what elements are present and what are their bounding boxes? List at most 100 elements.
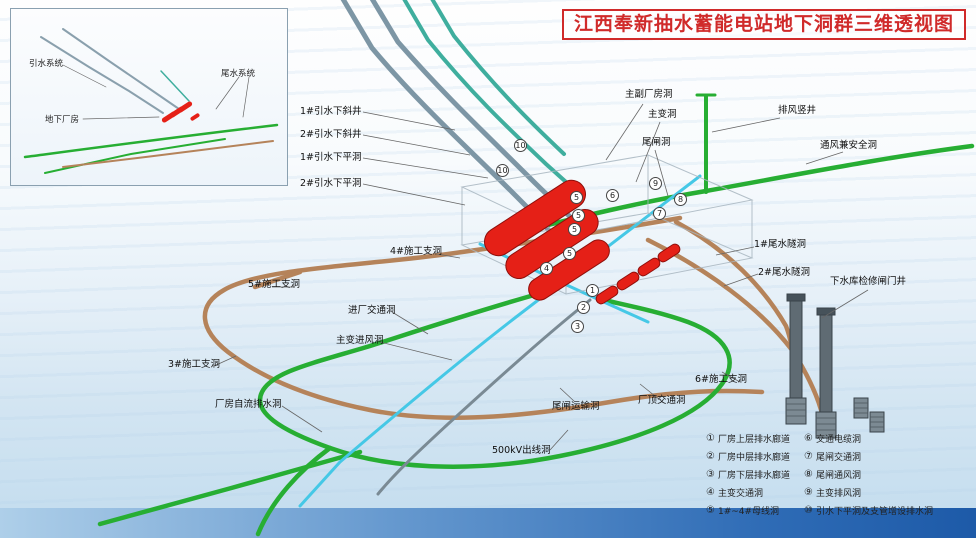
gate-block-2 xyxy=(815,411,837,439)
marker-5-a: 5 xyxy=(570,191,583,204)
label-roof-access-tunnel: 厂顶交通洞 xyxy=(638,395,686,406)
adit-5-branch xyxy=(252,269,303,290)
legend-num-6: ⑥ xyxy=(803,433,813,444)
entrance-spur-2 xyxy=(255,445,333,537)
marker-10-a: 10 xyxy=(514,139,527,152)
label-entrance-access-tunnel: 进厂交通洞 xyxy=(348,305,396,316)
label-adit-3: 3#施工支洞 xyxy=(168,359,221,370)
inset-leader-3 xyxy=(82,116,160,120)
label-lower-reservoir-gate-shaft: 下水库检修闸门井 xyxy=(830,276,907,287)
legend-text-9: 主变排风洞 xyxy=(815,489,861,499)
inset-label-tailwater: 尾水系统 xyxy=(221,69,256,79)
tailgate-cavern-shape xyxy=(528,239,610,301)
inset-label-underground-powerhouse: 地下厂房 xyxy=(45,115,80,125)
busbar-tunnel-2 xyxy=(616,271,640,291)
legend-num-9: ⑨ xyxy=(803,487,813,498)
legend-num-2: ② xyxy=(706,451,715,462)
label-adit-5: 5#施工支洞 xyxy=(248,279,301,290)
inset-red-caverns xyxy=(161,101,200,123)
inset-mini-scene xyxy=(23,28,279,174)
label-powerhouse-drainage: 厂房自流排水洞 xyxy=(215,399,282,410)
legend-text-1: 厂房上层排水廊道 xyxy=(717,435,790,445)
entrance-spur-1 xyxy=(97,449,363,527)
penstock-pipe-4 xyxy=(430,0,566,156)
label-tailrace-1: 1#尾水隧洞 xyxy=(754,239,807,250)
marker-2: 2 xyxy=(577,301,590,314)
brown-tunnels xyxy=(202,215,829,439)
gate-shaft-2-cap xyxy=(816,307,836,316)
page-title: 江西奉新抽水蓄能电站地下洞群三维透视图 xyxy=(561,9,966,40)
busbar-tunnel-4 xyxy=(657,243,681,263)
label-tailgate-transport-tunnel: 尾闸运输洞 xyxy=(552,401,600,412)
legend-num-1: ① xyxy=(706,433,715,444)
label-exhaust-shaft: 排风竖井 xyxy=(778,105,817,116)
inset-leader-2 xyxy=(215,76,250,118)
label-adit-4: 4#施工支洞 xyxy=(390,246,443,257)
penstock-pipe-3 xyxy=(402,0,568,184)
label-penstock-inclined-2: 2#引水下斜井 xyxy=(300,129,362,140)
marker-9: 9 xyxy=(649,177,662,190)
inset-leader-1 xyxy=(62,64,107,88)
inset-label-water-intake: 引水系统 xyxy=(29,59,64,69)
legend-text-7: 尾闸交通洞 xyxy=(815,453,861,463)
label-tailrace-2: 2#尾水隧洞 xyxy=(758,267,811,278)
marker-4: 4 xyxy=(540,262,553,275)
leader-lines xyxy=(213,103,869,451)
legend-num-5: ⑤ xyxy=(706,505,715,516)
inset-penstock-1 xyxy=(40,36,164,114)
label-penstock-inclined-1: 1#引水下斜井 xyxy=(300,106,362,117)
marker-5-d: 5 xyxy=(563,247,576,260)
label-outlet-500kv: 500kV出线洞 xyxy=(492,445,551,456)
label-penstock-flat-1: 1#引水下平洞 xyxy=(300,152,362,163)
legend-text-5: 1#~4#母线洞 xyxy=(717,507,780,517)
label-adit-6: 6#施工支洞 xyxy=(695,374,748,385)
label-penstock-flat-2: 2#引水下平洞 xyxy=(300,178,362,189)
marker-7: 7 xyxy=(653,207,666,220)
inset-penstock-2 xyxy=(62,28,180,110)
legend-text-10: 引水下平洞及支管增设排水洞 xyxy=(815,507,933,517)
outer-loop-tunnel xyxy=(202,215,765,420)
bottom-gradient-bar xyxy=(0,508,976,538)
gate-shaft-1-cap xyxy=(786,293,806,302)
penstock-pipe-1 xyxy=(340,0,560,243)
marker-5-b: 5 xyxy=(572,209,585,222)
overview-inset: 引水系统 尾水系统 地下厂房 xyxy=(10,8,288,186)
legend-num-4: ④ xyxy=(706,487,715,498)
busbar-tunnel-3 xyxy=(637,257,661,277)
legend-num-10: ⑩ xyxy=(803,505,813,516)
inset-green-2 xyxy=(44,138,226,174)
legend-num-8: ⑧ xyxy=(803,469,813,480)
inset-teal xyxy=(160,70,190,102)
tailrace-tunnel-2-path xyxy=(645,237,829,439)
legend-text-8: 尾闸通风洞 xyxy=(815,471,861,481)
busbar-tunnel-1 xyxy=(595,285,619,305)
gate-block-1 xyxy=(785,397,807,425)
legend-num-7: ⑦ xyxy=(803,451,813,462)
inset-green-1 xyxy=(23,123,279,159)
legend-num-3: ③ xyxy=(706,469,715,480)
legend-text-4: 主变交通洞 xyxy=(717,489,763,499)
legend-text-2: 厂房中层排水廊道 xyxy=(717,453,790,463)
access-loop-tunnel xyxy=(257,289,732,469)
label-transformer-air-intake: 主变进风洞 xyxy=(336,335,384,346)
label-vent-safety-tunnel: 通风兼安全洞 xyxy=(820,140,878,151)
cyan-diagonal-tunnel xyxy=(298,174,702,508)
marker-6: 6 xyxy=(606,189,619,202)
marker-5-c: 5 xyxy=(568,223,581,236)
label-main-aux-powerhouse: 主副厂房洞 xyxy=(625,89,673,100)
label-main-transformer-cavern: 主变洞 xyxy=(648,109,677,120)
penstock-pipe-2 xyxy=(369,0,578,225)
legend-text-6: 交通电缆洞 xyxy=(815,435,861,445)
main-powerhouse-cavern xyxy=(484,179,586,257)
marker-3: 3 xyxy=(571,320,584,333)
